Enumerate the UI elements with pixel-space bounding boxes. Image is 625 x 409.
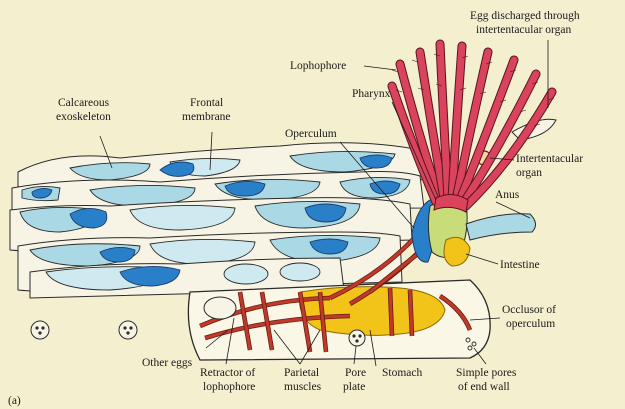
label-frontal-1: Frontal (190, 97, 223, 109)
colony-zooids (9, 142, 431, 299)
label-operculum: Operculum (285, 128, 337, 140)
polypide (387, 39, 557, 267)
label-egg-discharged-2: intertentacular organ (476, 24, 572, 36)
label-parietal-1: Parietal (284, 367, 319, 379)
label-pore-2: plate (343, 381, 365, 393)
label-simple-pores-1: Simple pores (456, 367, 517, 379)
label-calcareous-1: Calcareous (58, 97, 110, 109)
label-pharynx: Pharynx (352, 88, 391, 100)
label-intestine: Intestine (500, 259, 540, 271)
lophophore-tentacles (387, 39, 557, 211)
label-intertentacular-1: Intertentacular (516, 153, 583, 165)
figure-tag: (a) (8, 395, 21, 407)
label-parietal-2: muscles (284, 381, 322, 393)
other-eggs (203, 296, 237, 320)
cutaway-zooid (187, 218, 491, 361)
label-anus: Anus (495, 189, 520, 201)
label-frontal-2: membrane (182, 111, 231, 123)
label-occlusor-1: Occlusor of (502, 304, 556, 316)
label-lophophore: Lophophore (290, 60, 346, 72)
label-calcareous-2: exoskeleton (56, 111, 111, 123)
label-pore-1: Pore (345, 367, 366, 379)
label-stomach: Stomach (382, 367, 422, 379)
labels: Egg discharged through intertentacular o… (8, 10, 583, 407)
pore-plate-shape (348, 329, 366, 347)
label-retractor-1: Retractor of (200, 367, 255, 379)
label-retractor-2: lophophore (203, 381, 255, 393)
label-egg-discharged-1: Egg discharged through (470, 10, 580, 22)
leader-lines (99, 40, 549, 367)
pore-plates-left (30, 320, 138, 340)
label-occlusor-2: operculum (506, 318, 555, 330)
label-other-eggs: Other eggs (142, 357, 193, 369)
label-simple-pores-2: of end wall (458, 381, 510, 393)
label-intertentacular-2: organ (516, 167, 542, 179)
intestine-shape (443, 236, 471, 267)
